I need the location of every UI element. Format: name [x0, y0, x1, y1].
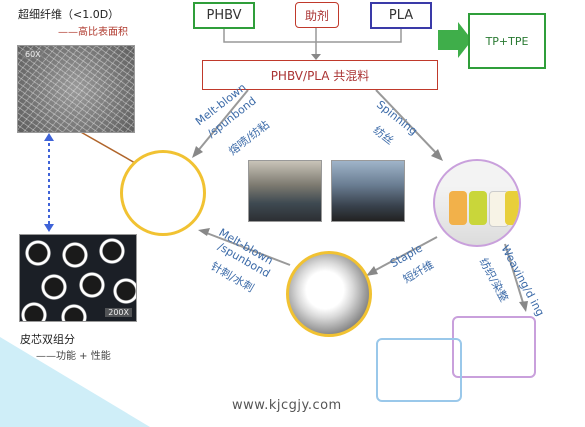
- textile-frame-purple: [452, 316, 536, 378]
- arrowhead-nonwoven: [192, 146, 203, 158]
- arrow-blend-to-nonwoven: [196, 89, 249, 153]
- phbv-box: PHBV: [193, 2, 255, 29]
- corner-decoration: [0, 337, 150, 427]
- website-watermark: www.kjcgjy.com: [232, 398, 342, 413]
- green-arrow-shaft: [438, 30, 458, 50]
- bicomponent-subtitle: ——功能 + 性能: [36, 351, 111, 362]
- arrowhead-blend: [311, 54, 321, 60]
- pla-box: PLA: [370, 2, 432, 29]
- arrowhead-spools: [431, 149, 443, 161]
- arrow-blend-to-spools: [375, 89, 440, 157]
- arrowhead-sem-up: [44, 133, 54, 141]
- additive-box: 助剂: [295, 2, 339, 28]
- arrow-spools-to-fiber: [371, 236, 438, 273]
- ultrafine-subtitle: ——高比表面积: [58, 27, 128, 38]
- spool-orange: [449, 191, 467, 225]
- additive-label: 助剂: [304, 8, 329, 23]
- sem-bicomponent-image: 200X: [19, 234, 137, 322]
- arrow-fiber-to-nonwoven: [203, 231, 291, 266]
- product-box: TP+TPE: [468, 13, 546, 69]
- staple-fiber-circle: [286, 251, 372, 337]
- ultrafine-title: 超细纤维（<1.0D）: [18, 8, 120, 21]
- textile-frame-blue: [376, 338, 462, 402]
- phbv-label: PHBV: [206, 8, 242, 23]
- spool-yellow: [505, 191, 519, 225]
- blend-label: PHBV/PLA 共混料: [270, 68, 370, 83]
- connector-pla: [316, 29, 402, 43]
- mag-label-bottom: 200X: [105, 308, 132, 317]
- nonwoven-circle: [120, 150, 206, 236]
- factory-photo-2: [331, 160, 405, 222]
- blend-box: PHBV/PLA 共混料: [202, 60, 438, 90]
- arrowhead-textile: [519, 301, 528, 312]
- pla-label: PLA: [388, 8, 414, 23]
- mag-label-top: 60X: [22, 50, 44, 59]
- product-label: TP+TPE: [485, 34, 529, 48]
- arrow-spools-to-textile: [504, 243, 525, 307]
- spool-lime: [469, 191, 487, 225]
- arrowhead-sem-down: [44, 224, 54, 232]
- arrowhead-nonwoven-2: [198, 228, 210, 236]
- connector-phbv: [223, 29, 316, 43]
- arrowhead-fiber: [366, 266, 378, 276]
- sem-ultrafine-image: 60X: [17, 45, 135, 133]
- spools-circle: [433, 159, 521, 247]
- bicomponent-title: 皮芯双组分: [20, 333, 75, 346]
- factory-photo-1: [248, 160, 322, 222]
